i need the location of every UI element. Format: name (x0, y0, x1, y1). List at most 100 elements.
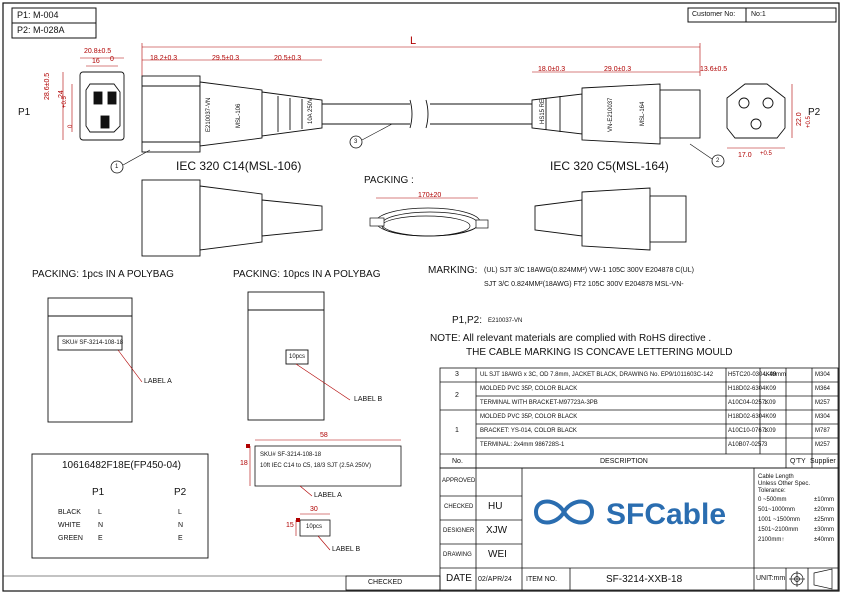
bom-row-supplier: M304 (815, 372, 831, 378)
c5-name: IEC 320 C5(MSL-164) (550, 159, 669, 173)
dim-p1-h3: +0.5 (62, 96, 68, 108)
tol-row-range: 0 ~500mm (758, 497, 787, 503)
p1-front-view (79, 71, 125, 141)
dim-c5-body: 29.0±0.3 (604, 66, 632, 73)
tol-row-range: 1501~2100mm (758, 527, 799, 533)
p1-side-label: P1 (18, 107, 31, 118)
coil-drawing (369, 197, 489, 237)
wiring-col-p1: P1 (92, 487, 105, 498)
bom-row-no: 2 (455, 392, 459, 399)
dim-c14-boot: 29.5±0.3 (212, 55, 240, 62)
tb-unit: UNIT:mm (756, 575, 786, 582)
label-b-text: 10pcs (306, 524, 323, 530)
balloon-1: 1 (115, 164, 119, 170)
tol-title: Cable Length (758, 474, 794, 480)
bom-row-supplier: M304 (815, 414, 831, 420)
tol-row-value: ±30mm (814, 527, 834, 533)
label-b-caption: LABEL B (332, 546, 361, 553)
polybags (47, 291, 325, 423)
label-a-caption: LABEL A (314, 492, 342, 499)
dim-p1-top3: 0 (110, 56, 114, 63)
p2-part-ref: P2: M-028A (17, 25, 65, 35)
wiring-row-name: BLACK (58, 509, 81, 516)
dim-overall-length: L (410, 35, 417, 47)
bom-row-code: H18D02-6304K09 (728, 386, 777, 392)
tol-row-value: ±10mm (814, 497, 834, 503)
p1p2-mark: E210037-VN (488, 318, 523, 324)
bag-label-b: LABEL B (354, 396, 383, 403)
bom-header-desc: DESCRIPTION (600, 458, 648, 465)
label-b-width: 30 (310, 506, 318, 513)
bom-row-code: A10B07-0257 (728, 442, 765, 448)
tb-drawing: DRAWING (443, 552, 472, 558)
wiring-row-p1: L (98, 509, 102, 516)
bom-header-supplier: Supplier (810, 458, 836, 465)
c5-mold-text-b: VN-E210037 (608, 97, 614, 132)
tb-date: DATE (446, 573, 472, 584)
title-block-grid (439, 467, 839, 591)
label-a-height: 18 (240, 460, 248, 467)
dim-c14-len: 18.2±0.3 (150, 55, 178, 62)
bom-row-qty: 1 (764, 428, 768, 434)
dim-p1-h4: 0 (68, 124, 74, 128)
tb-checked-value: HU (488, 501, 503, 512)
bom-row-supplier: M257 (815, 400, 831, 406)
bag-a-text: SKU# SF-3214-108-18 (62, 340, 124, 346)
bom-header-qty: Q'TY (790, 458, 806, 465)
tol-sub2: Tolerance: (758, 488, 786, 494)
bom-row-qty: 3 (764, 442, 768, 448)
bom-row-desc: TERMINAL: 2x4mm 986728S-1 (480, 442, 565, 448)
marking-title: MARKING: (428, 265, 478, 276)
bom-row-desc: MOLDED PVC 35P, COLOR BLACK (480, 386, 578, 392)
tol-row-range: 1001 ~1500mm (758, 517, 800, 523)
bottom-checked: CHECKED (368, 579, 403, 586)
wiring-title: 10616482F18E(FP450-04) (62, 460, 181, 471)
marking-line2: SJT 3/C 0.824MM²(18AWG) FT2 105C 300V E2… (484, 281, 684, 288)
wiring-col-p2: P2 (174, 487, 187, 498)
balloon-2: 2 (716, 158, 720, 164)
dim-p2-width-tol: +0.5 (760, 151, 772, 157)
p2-front-view (726, 83, 786, 139)
wiring-row-p2: E (178, 535, 183, 542)
packing-single: PACKING: 1pcs IN A POLYBAG (32, 269, 174, 280)
tb-item-value: SF-3214-XXB-18 (606, 574, 683, 585)
tb-designer-value: XJW (486, 525, 508, 536)
dim-c5-strain: 18.0±0.3 (538, 66, 566, 73)
c5-mold-text-c: MSL-164 (640, 101, 646, 126)
wiring-row-name: WHITE (58, 522, 81, 529)
balloon-3: 3 (354, 139, 358, 145)
bom-grid (439, 367, 839, 469)
dim-p1-top: 20.8±0.5 (84, 48, 112, 55)
tb-date-value: 02/APR/24 (478, 576, 512, 583)
wiring-row-name: GREEN (58, 535, 83, 542)
p1-part-ref: P1: M-004 (17, 10, 59, 20)
c14-side-view (141, 75, 323, 153)
tol-row-value: ±25mm (814, 517, 834, 523)
wiring-row-p2: N (178, 522, 184, 529)
dim-p1-top2: 16 (92, 58, 100, 65)
customer-value: No:1 (751, 11, 766, 18)
customer-label: Customer No: (692, 11, 736, 18)
bom-row-qty: 1 (764, 400, 768, 406)
tb-checked: CHECKED (444, 504, 474, 510)
c5-side-view (531, 83, 701, 145)
label-a-line1: SKU# SF-3214-108-18 (260, 452, 322, 458)
company-logo: SFCable (606, 498, 727, 531)
c5-mold-text-a: HS15 RE (540, 98, 546, 124)
bag-b-text: 10pcs (289, 354, 306, 360)
logo-mark (533, 499, 595, 525)
bom-row-desc: BRACKET: YS-014, COLOR BLACK (480, 428, 577, 434)
dim-c14-strain: 20.5±0.3 (274, 55, 302, 62)
bom-row-code: A10C04-0257K09 (728, 400, 776, 406)
marking-line1: (UL) SJT 3/C 18AWG(0.824MM²) VW-1 105C 3… (484, 267, 694, 274)
dim-p1-h1: 28.6±0.5 (44, 72, 51, 100)
wiring-row-p1: E (98, 535, 103, 542)
p2-side-label: P2 (808, 107, 821, 118)
bom-row-no: 3 (455, 371, 459, 378)
bom-row-qty: L-48mm (764, 372, 787, 378)
cable (322, 99, 532, 129)
tb-drawing-value: WEI (488, 549, 507, 560)
wiring-row-p1: N (98, 522, 104, 529)
label-b-height: 15 (286, 522, 294, 529)
